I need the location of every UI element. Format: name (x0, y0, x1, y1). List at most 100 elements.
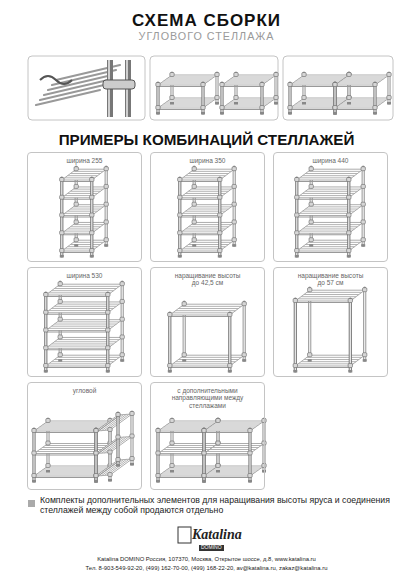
shelf-rail (158, 477, 204, 478)
shelf-rail (297, 199, 349, 200)
joint (170, 464, 174, 468)
shelving-unit (44, 282, 125, 373)
shelf-slat (164, 427, 210, 428)
joint (309, 202, 313, 206)
foot (218, 255, 222, 258)
closeup-clip (40, 76, 72, 84)
post (32, 429, 35, 481)
joint (248, 429, 252, 433)
shelf-slat (73, 189, 103, 190)
shelving-unit (220, 73, 278, 115)
shelf-rail (62, 217, 92, 218)
shelf-slat (225, 106, 265, 107)
shelf-slat (176, 310, 236, 311)
joint (58, 335, 62, 339)
joint-closeup (36, 60, 135, 117)
foot (347, 102, 351, 105)
joint (228, 364, 232, 368)
joint (44, 364, 48, 368)
post (215, 73, 218, 103)
joint (242, 353, 246, 357)
joint (234, 96, 238, 100)
joint (94, 429, 98, 433)
shelf-slat (230, 79, 270, 80)
foot (44, 370, 48, 373)
shelf-slat (183, 213, 223, 214)
foot (201, 112, 205, 115)
post (349, 299, 352, 371)
foot (347, 255, 351, 258)
foot (242, 359, 246, 362)
shelf-slat (102, 460, 124, 476)
joint (44, 310, 48, 314)
joint (156, 474, 160, 478)
joint (104, 238, 108, 242)
shelf-slat (210, 427, 256, 428)
shelving-unit (156, 73, 219, 115)
shelf (297, 222, 363, 233)
joint (228, 313, 232, 317)
shelf-slat (346, 100, 386, 101)
subtitle: УГЛОВОГО СТЕЛЛАЖА (0, 30, 413, 42)
shelf-slat (307, 357, 362, 358)
note-text: Комплекты дополнительных элементов для н… (40, 495, 390, 515)
shelf-slat (303, 228, 355, 229)
shelf-slat (169, 77, 214, 78)
foot (215, 102, 219, 105)
shelf-rail (290, 109, 335, 110)
shelf (180, 205, 234, 216)
post (90, 178, 93, 256)
joint (242, 302, 246, 306)
shelf-rail (62, 181, 92, 182)
shelf (170, 304, 244, 315)
shelf-slat (102, 437, 124, 453)
joint (58, 299, 62, 303)
shelf-slat (301, 77, 346, 78)
example-panel: ширина 255 (27, 152, 142, 262)
foot (295, 255, 299, 258)
shelf-slat (52, 326, 114, 327)
foot (168, 370, 172, 373)
shelf-rail (180, 199, 220, 200)
joint (156, 429, 160, 433)
foot (106, 370, 110, 373)
example-panel: ширина 440 (273, 152, 388, 262)
foot (232, 244, 236, 247)
foot (333, 112, 337, 115)
shelf (335, 75, 389, 85)
joint (387, 73, 391, 77)
assembly-panel (150, 56, 278, 120)
foot (94, 480, 98, 483)
joint (116, 458, 120, 462)
shelf-slat (181, 306, 241, 307)
joint (156, 451, 160, 455)
joint (216, 419, 220, 423)
shelf-rail (46, 332, 108, 333)
foot (32, 480, 36, 483)
post (262, 419, 265, 471)
joint (116, 435, 120, 439)
joint (32, 451, 36, 455)
joint (60, 213, 64, 217)
post (168, 313, 171, 371)
joint (232, 238, 236, 242)
shelf-slat (70, 191, 100, 192)
foot (309, 244, 313, 247)
joint (94, 451, 98, 455)
shelving-unit (293, 288, 367, 373)
example-panel: ширина 530 (27, 267, 142, 377)
joint (361, 238, 365, 242)
foot (373, 112, 377, 115)
shelf-slat (57, 286, 119, 287)
post (243, 302, 246, 360)
joint (361, 220, 365, 224)
post (218, 178, 221, 256)
shelf-slat (37, 474, 99, 475)
joint (293, 299, 297, 303)
foot (262, 470, 266, 473)
post (202, 429, 205, 481)
shelf-slat (304, 294, 359, 295)
post (333, 83, 336, 113)
joint (182, 353, 186, 357)
shelf-slat (191, 242, 231, 243)
